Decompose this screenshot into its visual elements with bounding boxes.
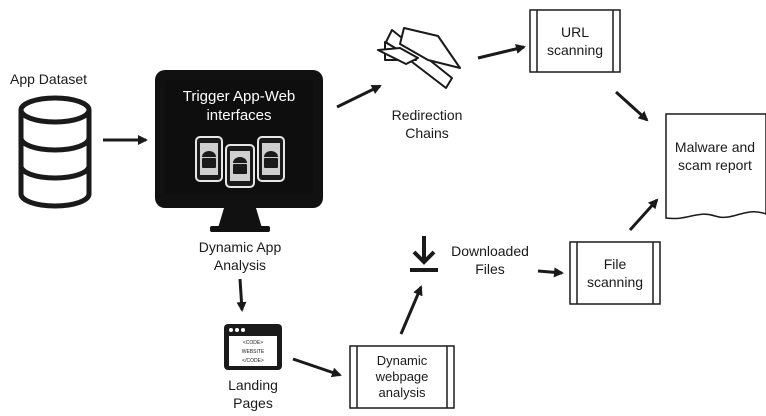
file-scanning-box: [569, 241, 661, 305]
downloaded-files-label: Downloaded Files: [451, 243, 529, 277]
arrow-monitor-to-redirection: [336, 84, 382, 109]
phone-left: [195, 136, 223, 182]
android-icon: [264, 151, 278, 168]
monitor-text: Trigger App-Web interfaces: [182, 88, 296, 124]
arrow-landing-to-webpage: [292, 357, 342, 378]
landing-pages-label: Landing Pages: [228, 377, 278, 411]
arrow-analysis-to-landing: [236, 278, 247, 312]
arrow-file-to-report: [628, 198, 659, 232]
file-scanning-label: File scanning: [586, 256, 644, 290]
report-label: Malware and scam report: [674, 139, 756, 173]
redirection-chains-label: Redirection Chains: [391, 107, 463, 141]
arrow-redirection-to-url: [477, 43, 526, 60]
arrow-url-to-report: [614, 90, 649, 122]
phone-center: [225, 144, 255, 188]
dynamic-webpage-analysis-box: [349, 345, 455, 409]
download-icon: [410, 236, 438, 272]
app-dataset-label: App Dataset: [10, 71, 88, 87]
dynamic-webpage-analysis-label: Dynamic webpage analysis: [375, 353, 429, 400]
code-line-3: </CODE>: [242, 358, 264, 364]
arrow-download-to-file: [537, 267, 564, 278]
arrows: [103, 43, 659, 378]
arrow-webpage-to-download: [399, 285, 423, 335]
code-line-2: WEBSITE: [242, 349, 265, 355]
browser-code-icon: <CODE> WEBSITE </CODE>: [224, 324, 282, 370]
document-icon: [665, 113, 766, 220]
code-line-1: <CODE>: [243, 340, 263, 346]
url-scanning-box: [529, 9, 621, 73]
redirect-arrows-icon: [377, 27, 461, 89]
android-icon: [202, 151, 216, 168]
database-icon: [18, 95, 92, 209]
dynamic-app-analysis-label: Dynamic App Analysis: [198, 239, 282, 273]
android-icon: [233, 157, 247, 174]
url-scanning-label: URL scanning: [546, 24, 604, 58]
phone-right: [257, 136, 285, 182]
